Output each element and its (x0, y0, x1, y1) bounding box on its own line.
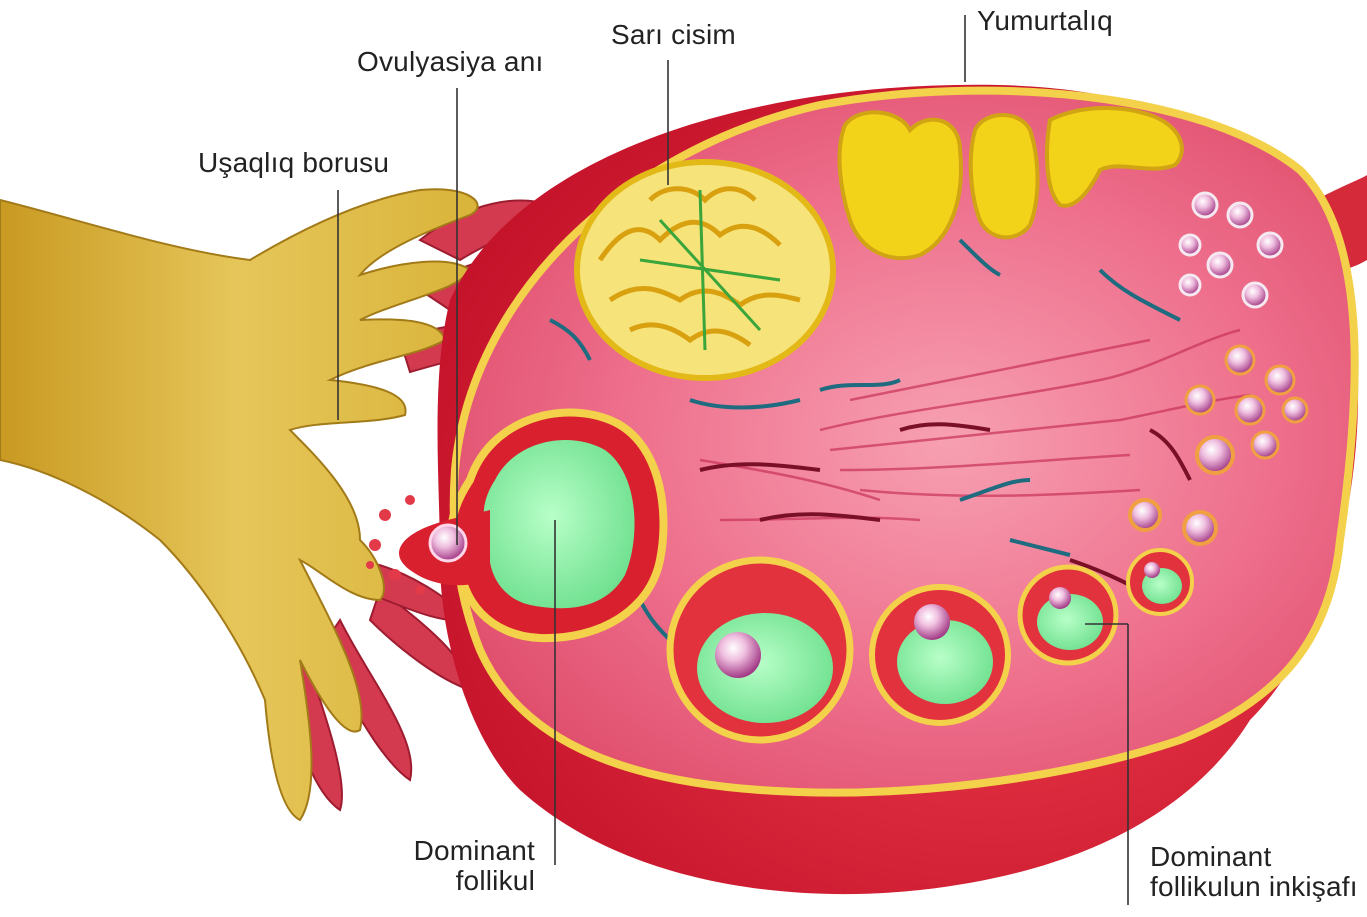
label-ovary: Yumurtalıq (977, 6, 1113, 36)
corpus-luteum-shape (577, 162, 833, 378)
label-corpus-luteum: Sarı cisim (611, 20, 736, 50)
label-development-line1: Dominant (1150, 842, 1358, 872)
label-fallopian-tube: Uşaqlıq borusu (198, 148, 389, 178)
label-dominant-follicle: Dominant follikul (405, 836, 535, 896)
label-dominant-follicle-development: Dominant follikulun inkişafı (1150, 842, 1358, 902)
fallopian-tube-shape (0, 189, 478, 820)
label-development-line2: follikulun inkişafı (1150, 872, 1358, 902)
label-dominant-follicle-line1: Dominant (405, 836, 535, 866)
label-ovulation: Ovulyasiya anı (357, 47, 543, 77)
label-dominant-follicle-line2: follikul (405, 866, 535, 896)
